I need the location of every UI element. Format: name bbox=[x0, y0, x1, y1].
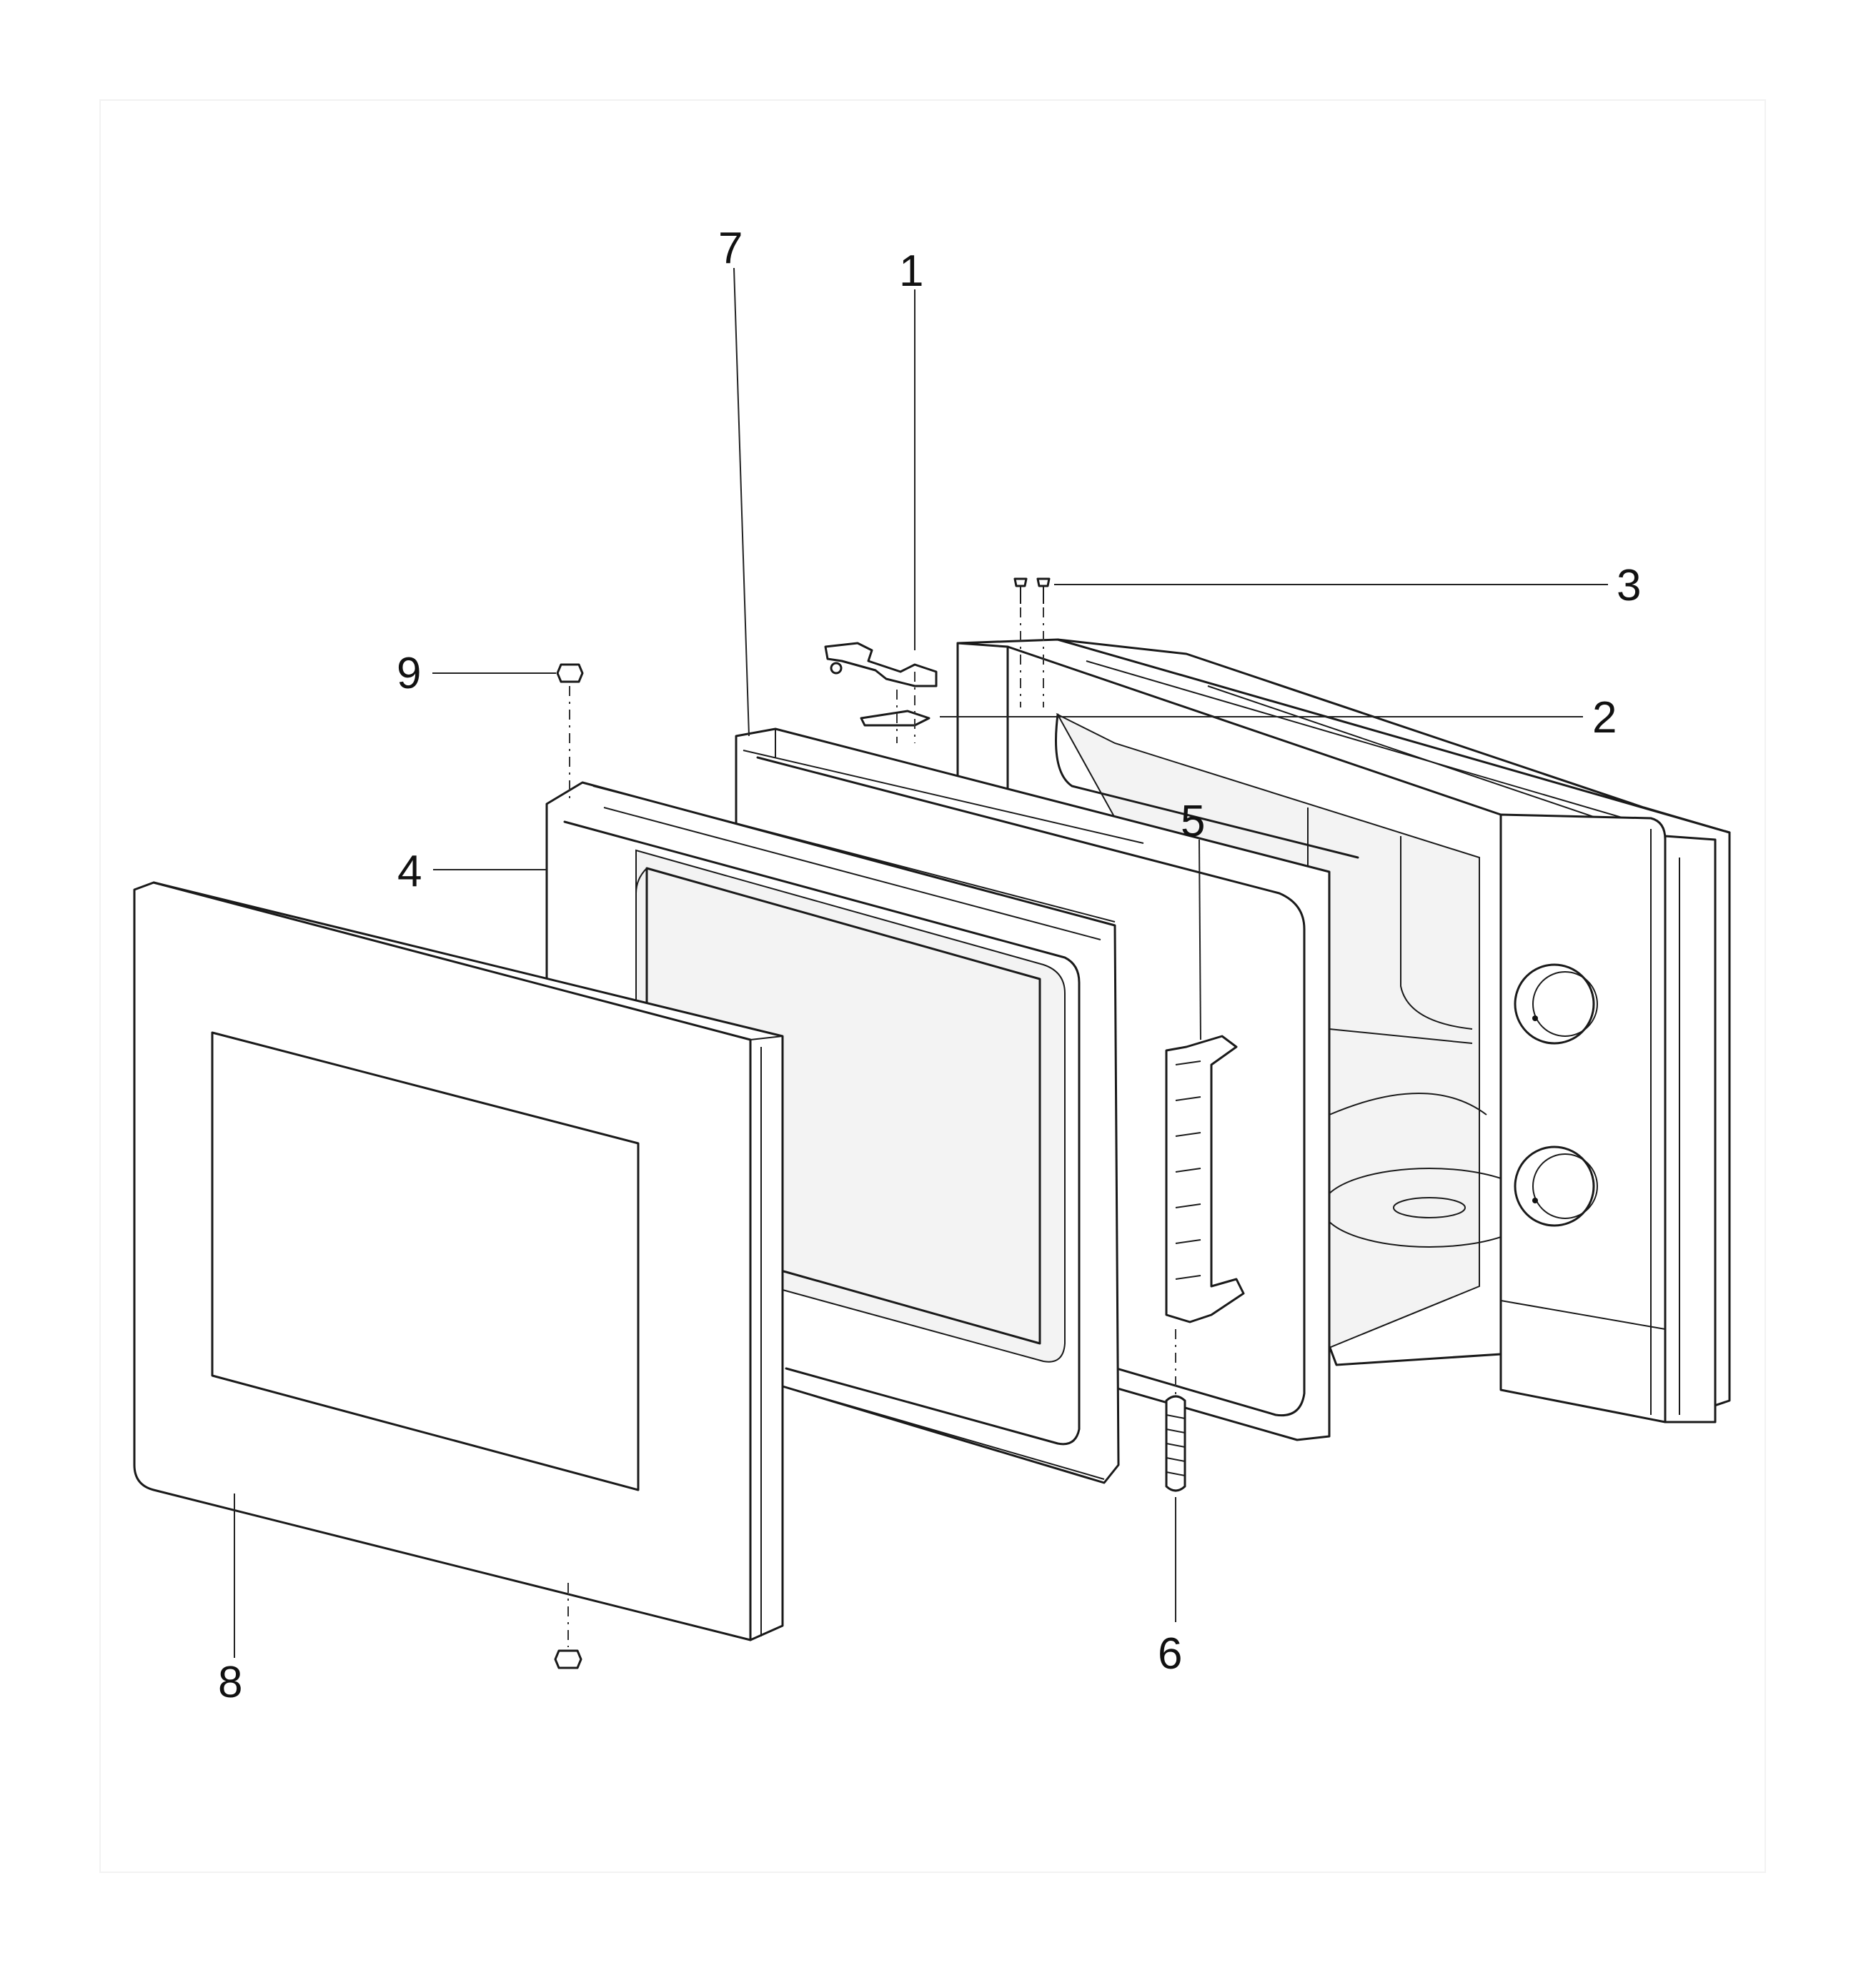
hinge-plate bbox=[860, 710, 930, 727]
hinge-nut-top bbox=[556, 663, 584, 683]
screws bbox=[1013, 577, 1051, 707]
callout-9: 9 bbox=[397, 649, 421, 698]
hinge-nut-bottom bbox=[554, 1649, 582, 1669]
power-knob bbox=[1514, 1145, 1598, 1227]
outer-door-panel bbox=[133, 881, 784, 1641]
callout-8: 8 bbox=[218, 1658, 242, 1707]
callout-3: 3 bbox=[1617, 561, 1641, 610]
upper-hinge bbox=[824, 642, 938, 687]
callout-6: 6 bbox=[1158, 1629, 1182, 1679]
callout-2: 2 bbox=[1592, 693, 1617, 742]
callout-5: 5 bbox=[1181, 797, 1205, 846]
callout-1: 1 bbox=[899, 247, 923, 296]
leader-lines bbox=[234, 267, 1608, 1658]
callout-4: 4 bbox=[397, 847, 422, 896]
callouts: 1 2 3 4 5 6 7 8 9 bbox=[218, 224, 1641, 1707]
door-latch-hook bbox=[1165, 1035, 1245, 1323]
latch-spring bbox=[1165, 1329, 1186, 1492]
callout-7: 7 bbox=[718, 224, 743, 273]
timer-knob bbox=[1514, 963, 1598, 1045]
